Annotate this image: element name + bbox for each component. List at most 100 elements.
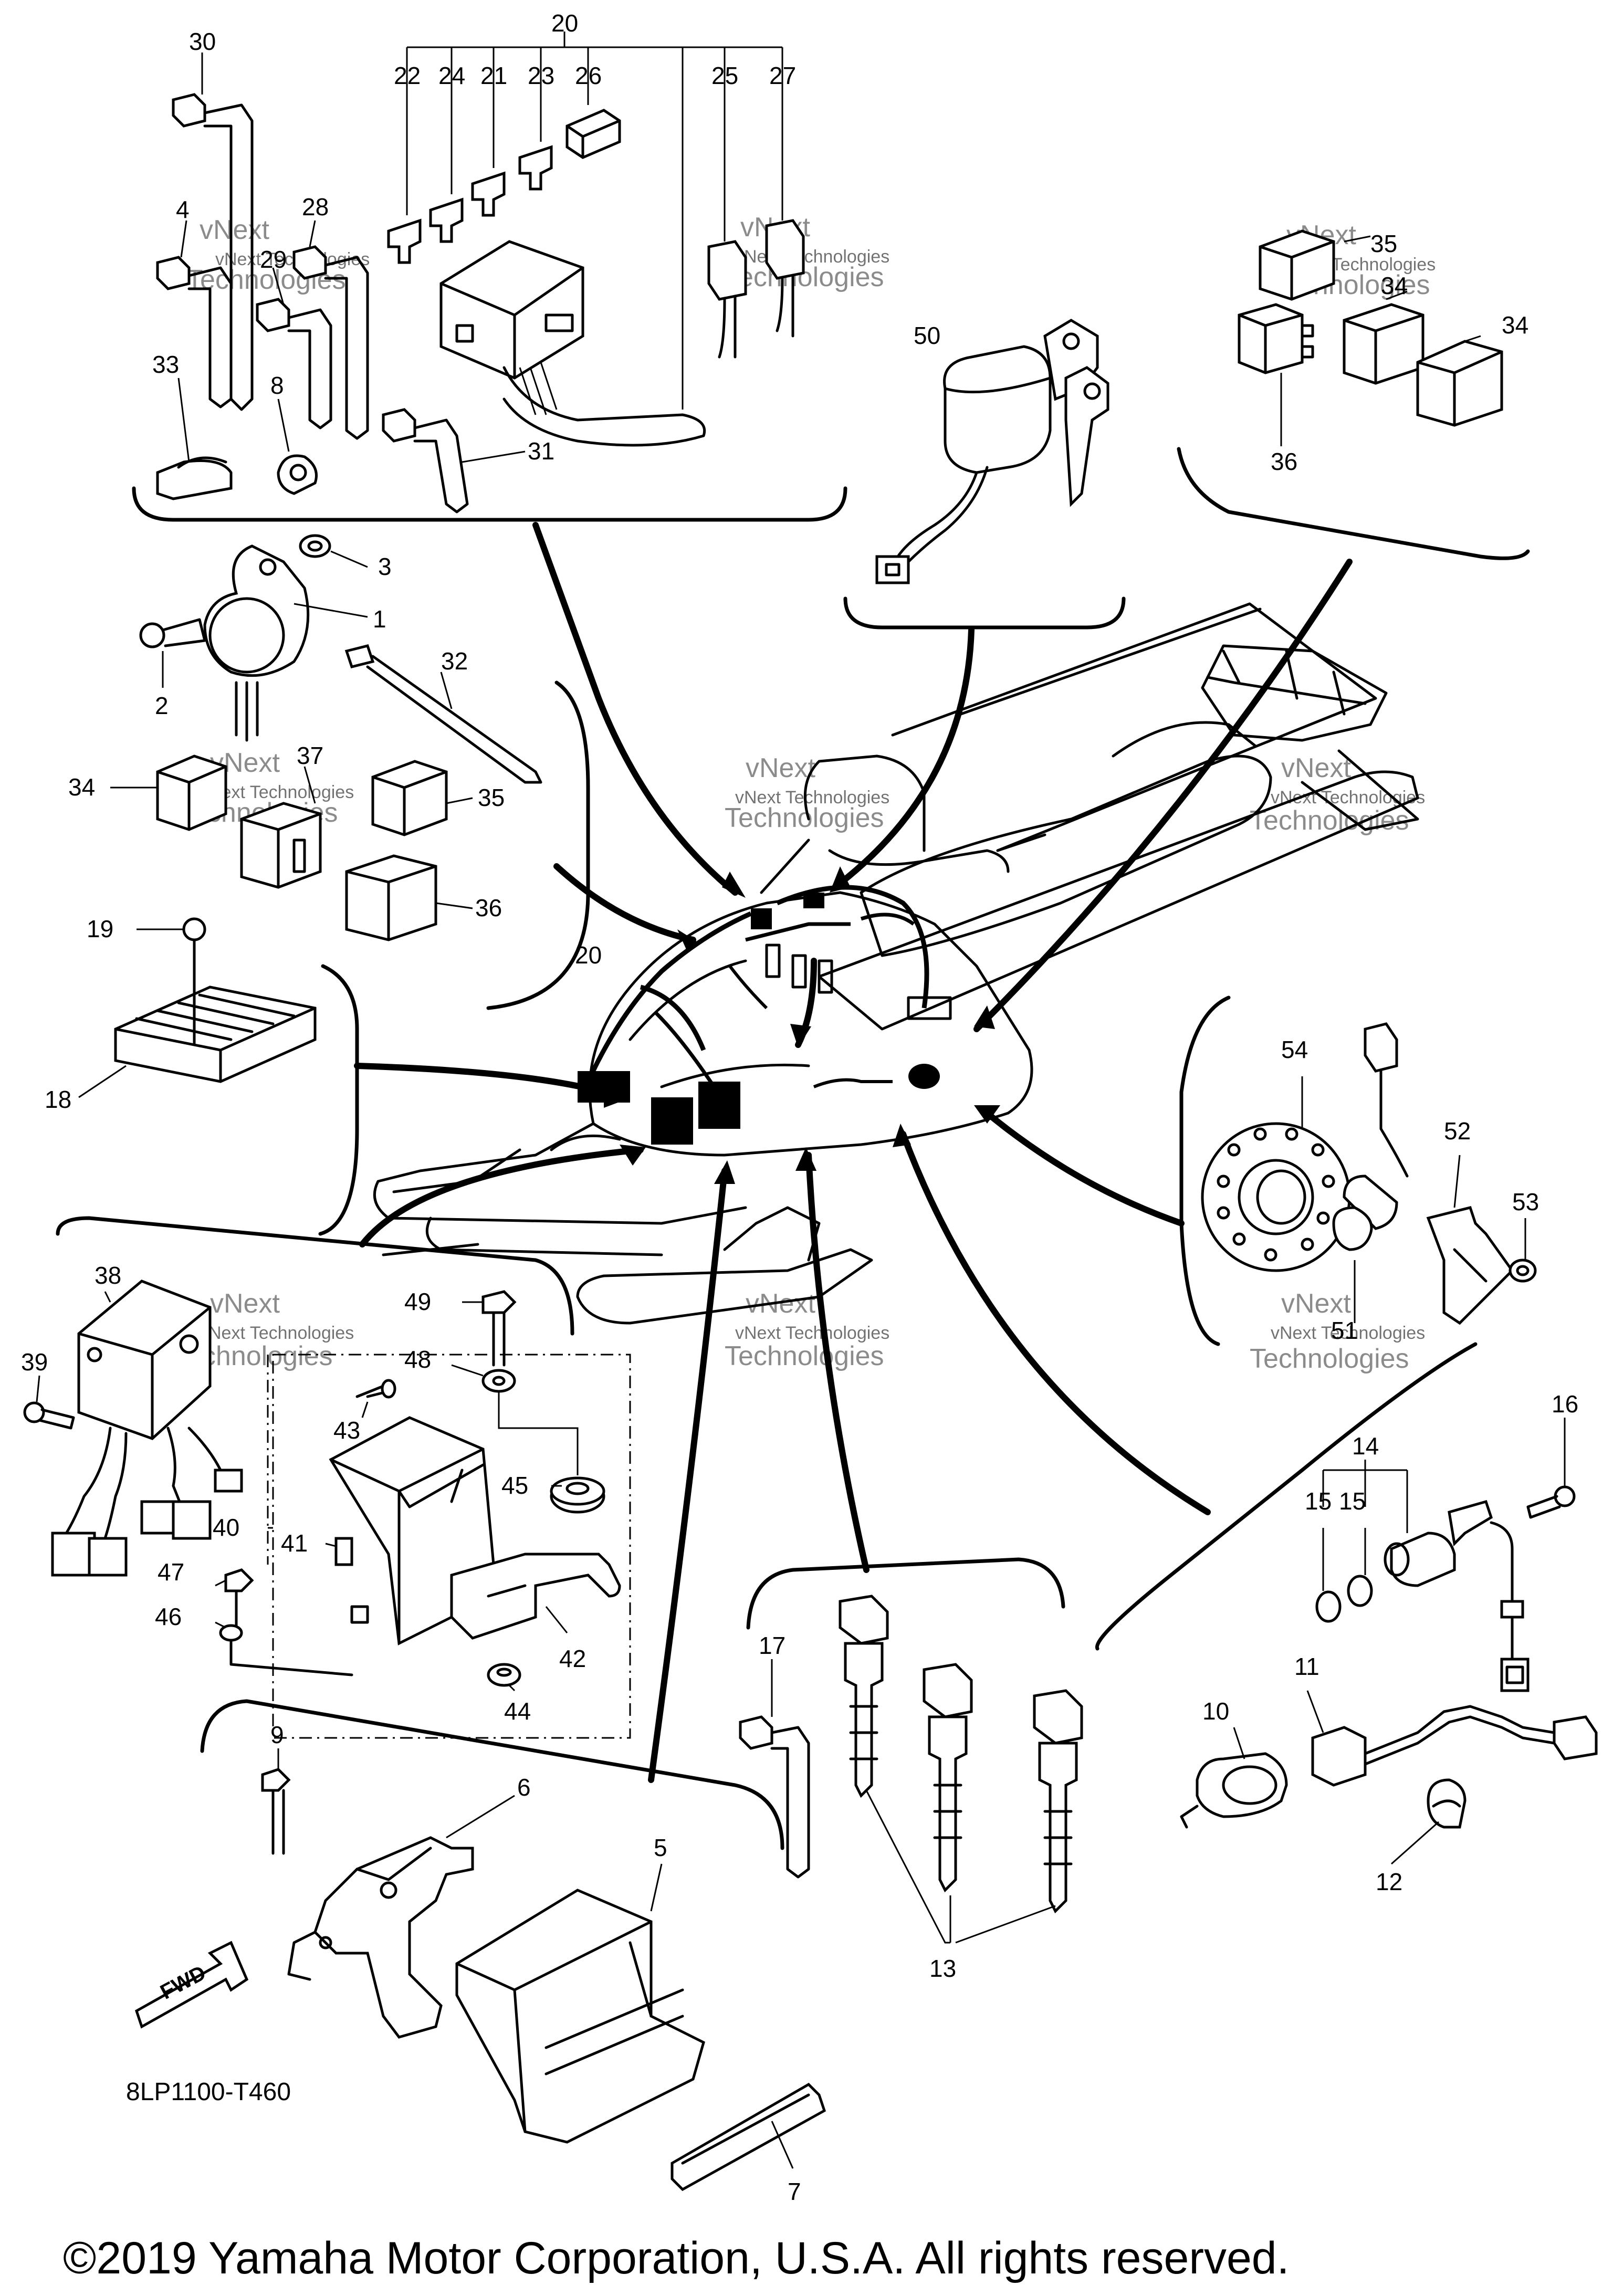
callout-19: 19 [87,915,113,942]
callout-labels: 20 22 24 21 23 26 25 27 30 4 29 28 33 8 … [21,9,1578,2205]
callout-40: 40 [213,1514,239,1541]
bracket-relay-group [1177,447,1530,560]
callout-13: 13 [929,1955,956,1982]
fwd-arrow-icon [134,1941,249,2029]
callout-39: 39 [21,1348,48,1376]
watermark: vNext [746,1288,815,1319]
bracket-ignition-coil-group [746,1557,1065,1630]
callout-4: 4 [176,196,190,223]
watermark: vNext [200,215,269,245]
bracket-fuse-box-group [132,486,847,522]
temp-sensor-group [1180,1690,1598,1865]
callout-35-right: 35 [1370,230,1397,257]
bracket-main-switch-group [843,596,1126,630]
callout-22: 22 [394,62,421,89]
callout-38: 38 [95,1262,121,1289]
watermark: vNext Technologies [200,1323,354,1343]
callout-6: 6 [517,1774,531,1801]
bracket-crank-sensor-group [1095,1342,1478,1651]
fuse-box-group [156,93,805,513]
bracket-rectifier-group [318,964,359,1236]
crank-sensor-group [1315,1418,1576,1692]
callout-9: 9 [270,1721,284,1748]
callout-36-right: 36 [1271,448,1297,475]
callout-41: 41 [281,1529,308,1557]
callout-34-right-b: 34 [1502,311,1528,339]
callout-20: 20 [551,9,578,37]
copyright-notice: ©2019 Yamaha Motor Corporation, U.S.A. A… [63,2233,1290,2283]
callout-15-b: 15 [1339,1487,1366,1515]
callout-16: 16 [1552,1390,1578,1418]
callout-42: 42 [559,1645,586,1672]
callout-52: 52 [1444,1117,1471,1145]
callout-23: 23 [528,62,554,89]
callout-51: 51 [1331,1317,1358,1344]
callout-14: 14 [1352,1432,1379,1460]
callout-34: 34 [68,773,95,801]
watermark: Technologies [1250,805,1409,836]
watermark: Technologies [725,1341,884,1371]
group-brackets [56,447,1530,1850]
callout-24: 24 [438,62,465,89]
watermark: vNext [1281,753,1351,783]
callout-28: 28 [302,193,329,221]
watermark: vNext Technologies [735,788,889,808]
figure-code: 8LP1100-T460 [126,2078,291,2106]
bracket-horn-group [486,680,590,1010]
rectifier-group [78,917,317,1098]
callout-1: 1 [373,605,386,633]
ignition-coil-group [739,1595,1083,1944]
callout-3: 3 [378,553,392,580]
bracket-ecu-group [56,1216,574,1336]
watermark: vNext Technologies [735,247,889,267]
callout-5: 5 [654,1834,667,1861]
watermark: vNext Technologies [735,1323,889,1343]
callout-43: 43 [333,1417,360,1444]
callout-17: 17 [759,1632,785,1659]
relay-group-top-right [1238,229,1503,446]
ecu-group [23,1280,631,1739]
watermark: vNext [210,1288,280,1319]
callout-46: 46 [155,1603,182,1630]
callout-8: 8 [270,372,284,399]
callout-7: 7 [788,2178,801,2205]
callout-25: 25 [711,62,738,89]
callout-20-harness: 20 [575,941,602,969]
callout-48: 48 [404,1346,431,1373]
callout-31: 31 [528,437,554,465]
callout-30: 30 [189,28,216,55]
callout-33: 33 [152,351,179,378]
callout-34-right-a: 34 [1381,272,1408,299]
callout-15-a: 15 [1305,1487,1332,1515]
callout-10: 10 [1202,1697,1229,1725]
location-arrows [354,522,1353,1783]
callout-47: 47 [158,1558,184,1586]
callout-49: 49 [404,1288,431,1315]
watermark: vNext [746,753,815,783]
main-switch-group [875,319,1109,584]
speed-sensor-group [1201,1022,1537,1325]
callout-32: 32 [441,647,468,675]
callout-29: 29 [260,246,287,273]
callout-26: 26 [575,62,602,89]
bracket-ecm-group [200,1699,784,1850]
callout-21: 21 [480,62,507,89]
callout-44: 44 [504,1697,531,1725]
watermark: vNext Technologies [1271,1323,1425,1343]
watermark: vNext [1281,1288,1351,1319]
fuse-box-leaders [177,32,783,463]
callout-50: 50 [914,322,940,349]
horn-relay-group [110,534,542,941]
callout-2: 2 [155,692,169,719]
callout-12: 12 [1376,1868,1402,1895]
ecm-group [134,1748,826,2192]
watermark: Technologies [1250,1344,1409,1374]
callout-53: 53 [1512,1188,1539,1215]
callout-37: 37 [297,742,323,769]
callout-54: 54 [1281,1036,1308,1063]
callout-18: 18 [45,1086,71,1113]
snowmobile-chassis [373,602,1419,1325]
watermark: Technologies [725,803,884,833]
callout-36: 36 [475,894,502,921]
